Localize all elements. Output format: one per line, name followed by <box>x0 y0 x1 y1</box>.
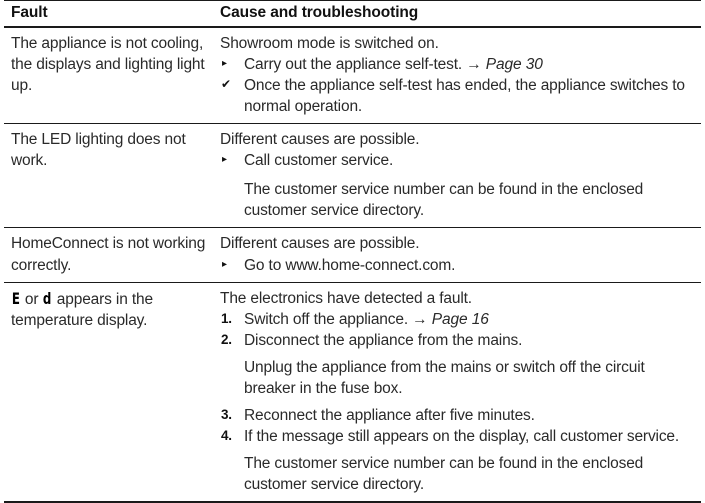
fault-description: HomeConnect is not working correctly. <box>11 235 206 274</box>
list-item-text: If the message still appears on the disp… <box>244 428 680 446</box>
list-item: 3. Reconnect the appliance after five min… <box>220 405 693 426</box>
list-item-text: Carry out the appliance self-test. <box>244 55 463 73</box>
page-arrow-glyph: → <box>412 310 428 328</box>
step-number: 2. <box>221 331 232 347</box>
table-row: The appliance is not cooling, the displa… <box>4 28 701 123</box>
cause-cell: Different causes are possible. ▸ Call cus… <box>216 129 701 221</box>
cause-cell: The electronics have detected a fault. 1… <box>216 288 701 496</box>
action-list: ▸ Call customer service. <box>220 150 693 171</box>
fault-description: The LED lighting does not work. <box>11 131 186 170</box>
list-item: ▸ Go to www.home-connect.com. <box>220 255 693 276</box>
action-list: ▸ Go to www.home-connect.com. <box>220 255 693 276</box>
row-divider <box>4 123 701 125</box>
page-arrow-glyph: → <box>466 55 482 73</box>
cause-lead-text: The electronics have detected a fault. <box>220 289 472 307</box>
list-item: ✔ Once the appliance self-test has ended,… <box>220 75 693 117</box>
row-divider <box>4 281 701 283</box>
fault-description: E or d appears in the temperature displa… <box>11 288 210 331</box>
display-code-glyph-d: d <box>43 288 52 308</box>
display-code-glyph-e: E <box>11 288 20 308</box>
list-item-text: Disconnect the appliance from the mains. <box>244 331 523 349</box>
step-number: 1. <box>221 310 232 326</box>
checkmark-icon: ✔ <box>221 76 231 91</box>
list-item-text: Go to www.home-connect.com. <box>244 256 456 274</box>
supplementary-note: The customer service number can be found… <box>244 455 644 494</box>
header-label-cause: Cause and troubleshooting <box>220 4 419 21</box>
fault-cell: E or d appears in the temperature displa… <box>4 288 216 331</box>
cause-lead-text: Different causes are possible. <box>220 235 420 253</box>
cause-cell: Different causes are possible. ▸ Go to ww… <box>216 233 701 275</box>
supplementary-note: The customer service number can be found… <box>244 181 644 220</box>
fault-cell: The LED lighting does not work. <box>4 129 216 171</box>
list-item: 1. Switch off the appliance. → Page 16 <box>220 309 693 330</box>
list-item-text: Reconnect the appliance after five minut… <box>244 406 535 424</box>
table-row: HomeConnect is not working correctly. Di… <box>4 228 701 281</box>
list-item-text: Switch off the appliance. <box>244 310 408 328</box>
fault-conjunction: or <box>20 290 43 308</box>
list-item: 4. If the message still appears on the di… <box>220 426 693 447</box>
step-number: 4. <box>221 428 232 444</box>
action-list: ▸ Carry out the appliance self-test. → Pa… <box>220 54 693 117</box>
list-item: ▸ Carry out the appliance self-test. → Pa… <box>220 54 693 75</box>
header-cell-cause: Cause and troubleshooting <box>216 4 701 22</box>
step-number: 3. <box>221 406 232 422</box>
header-label-fault: Fault <box>11 4 48 21</box>
table-row: E or d appears in the temperature displa… <box>4 283 701 502</box>
triangle-bullet-icon: ▸ <box>222 57 227 69</box>
fault-cell: The appliance is not cooling, the displa… <box>4 33 216 96</box>
table-top-rule <box>4 0 701 1</box>
fault-cell: HomeConnect is not working correctly. <box>4 233 216 275</box>
page-reference-link[interactable]: Page 16 <box>431 310 489 328</box>
table-header-row: Fault Cause and troubleshooting <box>4 1 701 26</box>
supplementary-note: Unplug the appliance from the mains or s… <box>244 358 645 397</box>
page-reference-link[interactable]: Page 30 <box>485 55 543 73</box>
header-bottom-rule <box>4 25 701 28</box>
list-item: ▸ Call customer service. <box>220 150 693 171</box>
fault-description: The appliance is not cooling, the displa… <box>11 34 205 94</box>
cause-lead-text: Different causes are possible. <box>220 131 420 149</box>
table-row: The LED lighting does not work. Differen… <box>4 124 701 227</box>
numbered-step-list: 1. Switch off the appliance. → Page 16 2.… <box>220 309 693 496</box>
cause-cell: Showroom mode is switched on. ▸ Carry out… <box>216 33 701 117</box>
triangle-bullet-icon: ▸ <box>222 154 227 166</box>
header-cell-fault: Fault <box>4 4 216 22</box>
fault-description-tail: appears in the temperature display. <box>11 290 153 329</box>
row-divider <box>4 227 701 229</box>
triangle-bullet-icon: ▸ <box>222 258 227 270</box>
list-item-text: Call customer service. <box>244 152 394 170</box>
list-item-text: Once the appliance self-test has ended, … <box>244 76 685 116</box>
cause-lead-text: Showroom mode is switched on. <box>220 34 439 52</box>
list-item: 2. Disconnect the appliance from the main… <box>220 330 693 351</box>
